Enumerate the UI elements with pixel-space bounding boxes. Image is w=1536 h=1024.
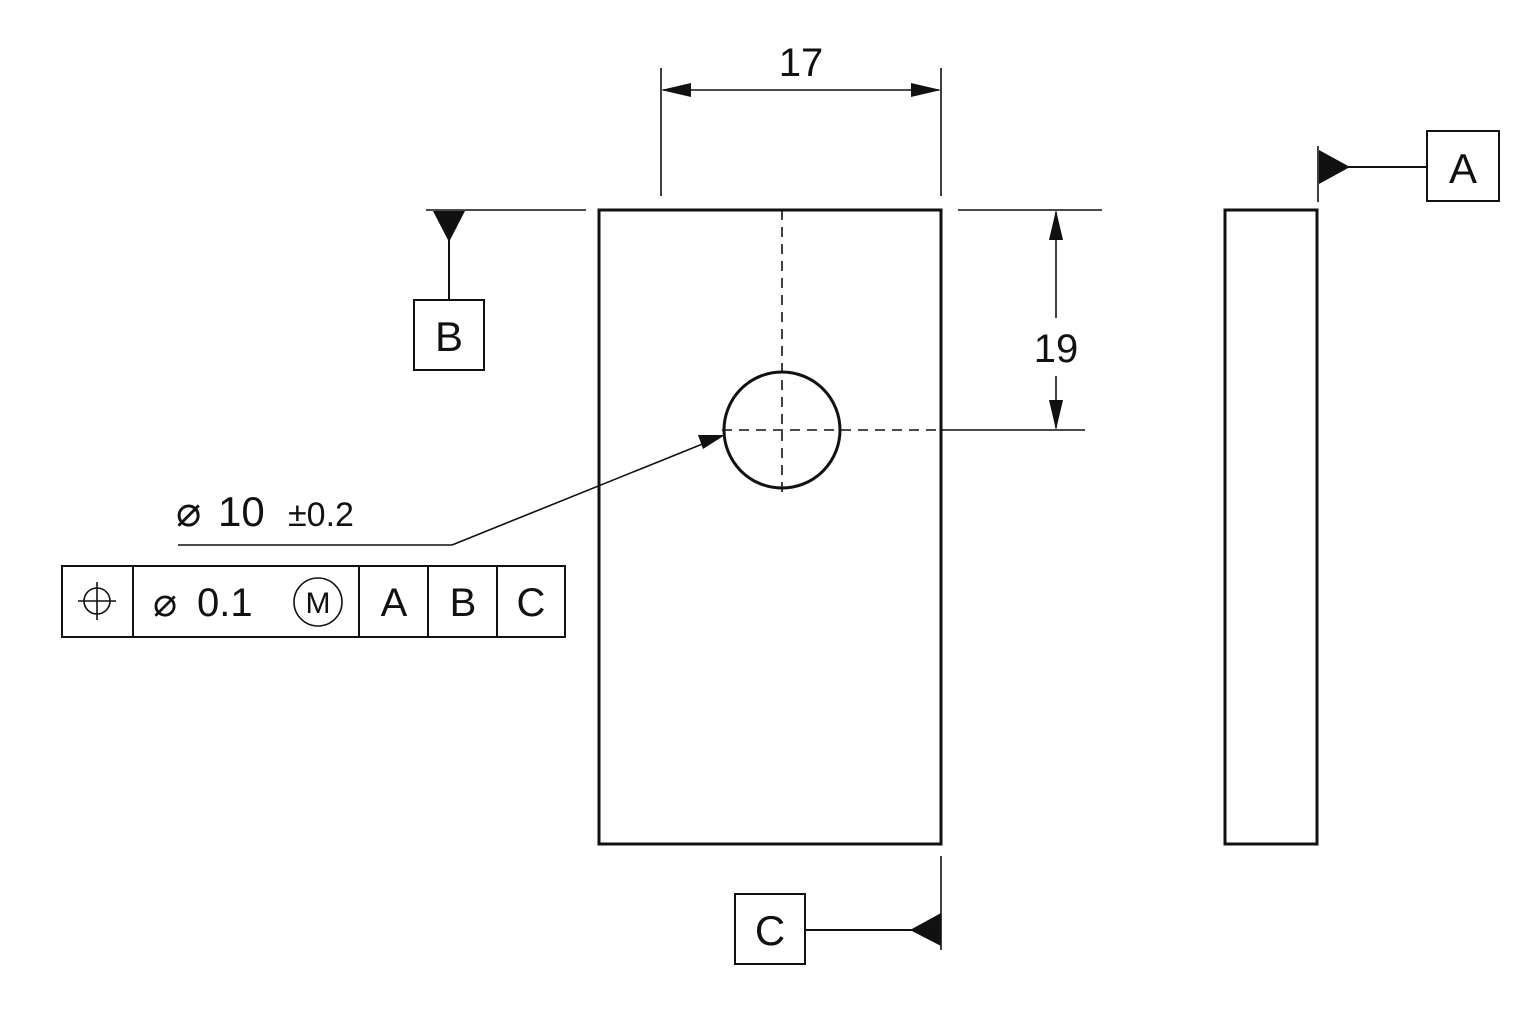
hole-size-callout: ⌀ 10 ±0.2 bbox=[176, 488, 354, 535]
height-arrow-bottom bbox=[1049, 400, 1063, 430]
datum-a-letter: A bbox=[1449, 145, 1477, 192]
fcf-tolerance-value: 0.1 bbox=[197, 581, 253, 625]
datum-b-triangle bbox=[433, 211, 465, 242]
fcf-datum-tertiary: C bbox=[517, 581, 546, 625]
feature-control-frame: ⌀ 0.1 M A B C bbox=[61, 565, 566, 638]
position-icon bbox=[78, 582, 116, 620]
diameter-symbol: ⌀ bbox=[176, 488, 201, 535]
width-arrow-left bbox=[661, 83, 691, 97]
datum-c-triangle bbox=[910, 913, 941, 946]
mmc-modifier-icon: M bbox=[293, 577, 343, 627]
fcf-datum-primary: A bbox=[381, 581, 408, 625]
width-arrow-right bbox=[911, 83, 941, 97]
datum-a-frame bbox=[1426, 130, 1500, 202]
callout-leader-arrow bbox=[698, 435, 725, 449]
datum-a-triangle bbox=[1319, 150, 1350, 184]
hole-diameter-value: 10 bbox=[218, 488, 265, 535]
datum-b-frame bbox=[413, 299, 485, 371]
datum-b-letter: B bbox=[435, 313, 463, 360]
fcf-diameter-symbol: ⌀ bbox=[153, 581, 177, 625]
fcf-datum-secondary: B bbox=[450, 581, 477, 625]
width-dimension-value: 17 bbox=[779, 41, 824, 85]
front-view-plate bbox=[597, 208, 943, 846]
mmc-modifier-letter: M bbox=[306, 587, 331, 620]
hole-tolerance-value: ±0.2 bbox=[288, 496, 354, 534]
callout-leader-line bbox=[451, 442, 706, 546]
datum-c-frame bbox=[734, 893, 806, 965]
height-arrow-top bbox=[1049, 210, 1063, 240]
datum-c-letter: C bbox=[755, 907, 785, 954]
fcf-outer-border bbox=[61, 565, 566, 638]
side-view-plate bbox=[1223, 208, 1319, 846]
height-dimension-value: 19 bbox=[1034, 327, 1079, 371]
